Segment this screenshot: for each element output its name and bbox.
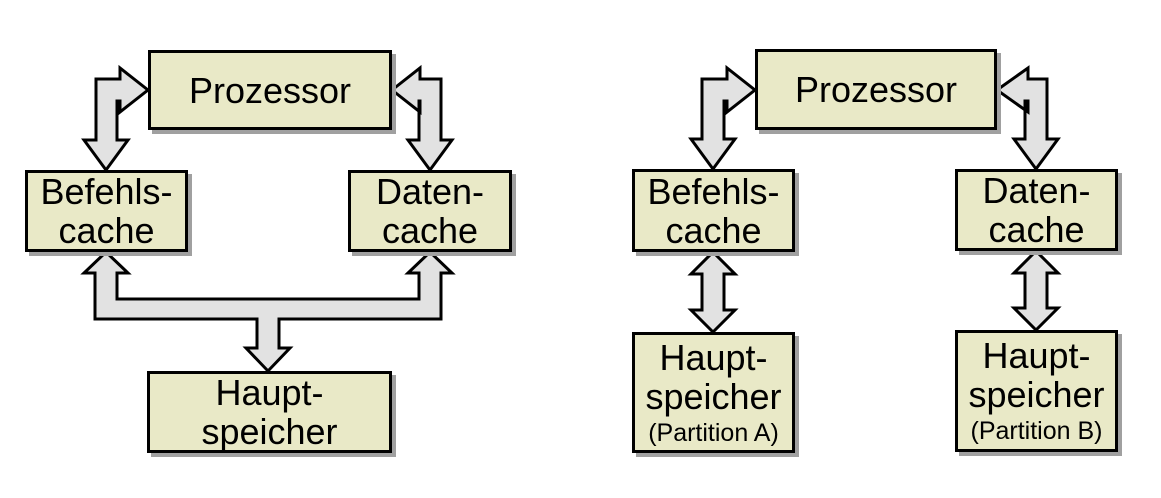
right-main-memory-b-box: Haupt- speicher (Partition B) <box>955 330 1118 452</box>
left-main-memory-box: Haupt- speicher <box>147 371 392 453</box>
left-data-cache-box: Daten- cache <box>348 170 512 252</box>
right-data-cache-box: Daten- cache <box>955 169 1118 251</box>
right-data-cache-label: Daten- cache <box>982 170 1091 250</box>
right-processor-label: Prozessor <box>794 69 958 110</box>
left-processor-label: Prozessor <box>188 69 352 111</box>
right-main-memory-a-label: Haupt- speicher <box>645 336 782 417</box>
right-instruction-cache-label: Befehls- cache <box>647 170 780 251</box>
right-instruction-cache-box: Befehls- cache <box>632 169 795 252</box>
right-processor-box: Prozessor <box>755 49 997 130</box>
right-arrow-data-cache-memory-b <box>1010 248 1062 333</box>
left-instruction-cache-label: Befehls- cache <box>40 171 173 251</box>
right-main-memory-b-label: Haupt- speicher <box>968 335 1105 415</box>
left-arrow-processor-instruction-cache <box>81 64 151 173</box>
left-processor-box: Prozessor <box>148 50 392 130</box>
left-instruction-cache-box: Befehls- cache <box>25 170 188 252</box>
right-arrow-instruction-cache-memory-a <box>687 249 739 335</box>
right-main-memory-b-partition-label: (Partition B) <box>970 417 1103 445</box>
left-main-memory-label: Haupt- speicher <box>201 372 338 452</box>
left-arrow-processor-data-cache <box>389 64 455 173</box>
left-arrow-main-memory-fork <box>80 249 456 374</box>
right-arrow-processor-instruction-cache <box>688 64 758 172</box>
right-arrow-processor-data-cache <box>994 65 1061 172</box>
right-main-memory-a-partition-label: (Partition A) <box>648 418 779 447</box>
right-main-memory-a-box: Haupt- speicher (Partition A) <box>632 332 795 453</box>
left-data-cache-label: Daten- cache <box>375 171 485 251</box>
